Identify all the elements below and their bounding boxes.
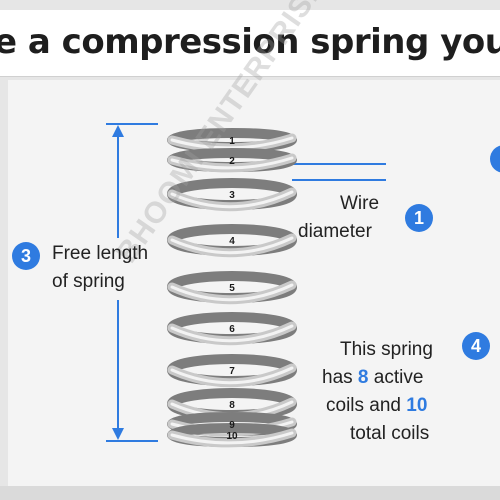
coil-number: 6: [229, 324, 235, 335]
coil-highlight: [170, 283, 294, 302]
coil-number: 10: [226, 431, 238, 442]
active-count: 8: [357, 367, 369, 388]
wire-diameter-dimension: [292, 163, 386, 181]
coils-line1: This spring: [340, 339, 433, 360]
coil-highlight: [170, 156, 294, 170]
badge-coils: 4: [462, 332, 490, 360]
coils-active-word: active: [373, 367, 424, 388]
coil-highlight: [170, 136, 294, 150]
coils-has: has: [322, 367, 353, 388]
coil-number: 3: [229, 190, 235, 201]
total-count: 10: [406, 395, 428, 416]
wire-label-line2: diameter: [298, 221, 372, 242]
coil-number: 9: [229, 420, 235, 431]
coils-and: coils and: [326, 395, 401, 416]
coil-number: 4: [229, 236, 235, 247]
coil-number: 8: [229, 400, 235, 411]
free-length-dimension: [106, 123, 158, 442]
coils-line4: total coils: [350, 423, 430, 444]
coil-number: 5: [229, 283, 235, 294]
coil-highlight: [170, 366, 294, 385]
coil-number: 2: [229, 156, 235, 167]
coil-highlight: [170, 190, 294, 209]
badge-partial: [490, 145, 500, 173]
coil-numbers: 1 2 3 4 5 6 7 8 910: [226, 136, 238, 442]
bottom-strip: [0, 486, 500, 500]
badge-free-length: 3: [12, 242, 40, 270]
badge-wire: 1: [405, 204, 433, 232]
coils-line3: coils and 10: [326, 394, 427, 418]
title-bar: e a compression spring you m: [0, 10, 500, 77]
spring: [167, 128, 297, 448]
free-length-label-line2: of spring: [52, 271, 125, 292]
coil-highlight: [170, 236, 294, 255]
free-length-label-line1: Free length: [52, 243, 149, 264]
coil-highlight: [170, 431, 294, 445]
page-title: e a compression spring you m: [0, 22, 500, 62]
coil-number: 7: [229, 366, 235, 377]
coils-line2: has 8 active: [322, 366, 423, 390]
coil-number: 1: [229, 136, 235, 147]
wire-label-line1: Wire: [340, 193, 380, 214]
coil-highlight: [170, 324, 294, 343]
